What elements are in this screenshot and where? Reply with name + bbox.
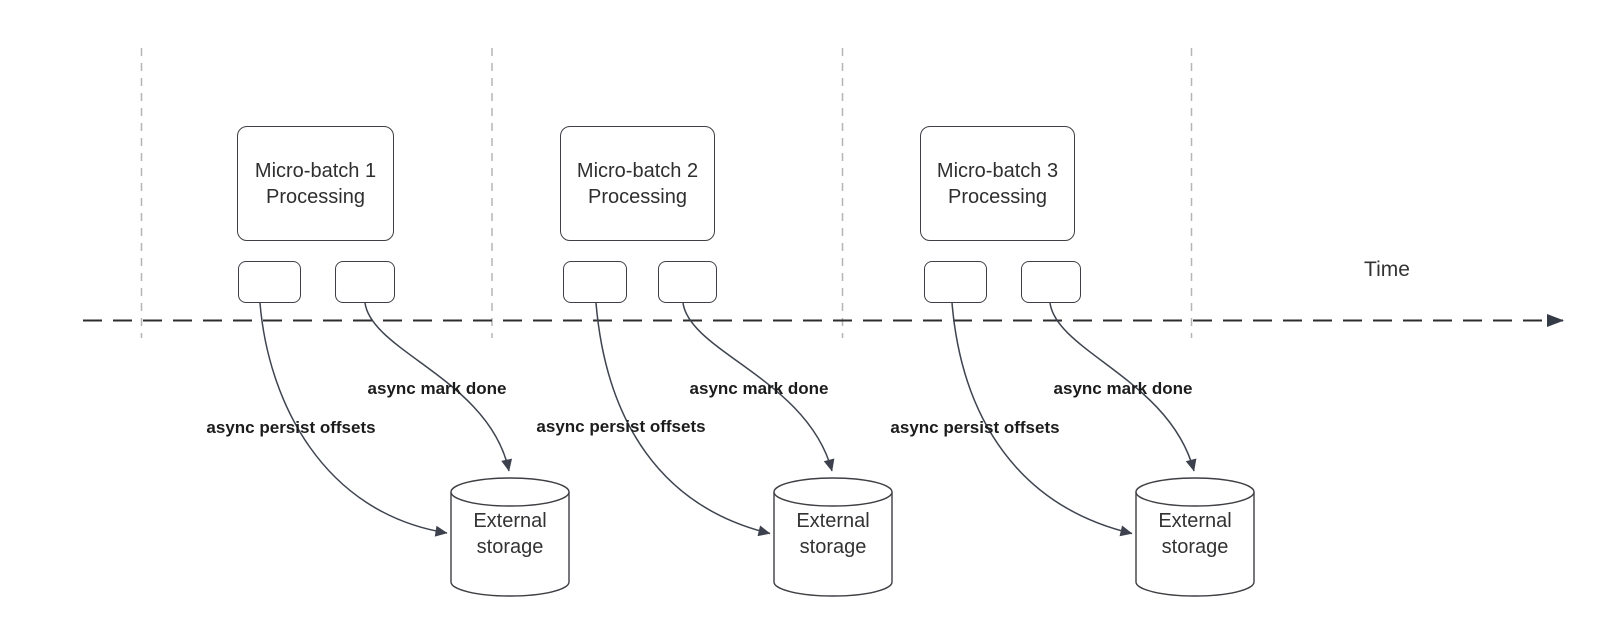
micro-batch-2-box: Micro-batch 2 Processing [560, 126, 715, 241]
batch-3-storage-cylinder [1135, 477, 1255, 597]
batch-3-mark-done-task-box [1021, 261, 1081, 303]
batch-1-mark-done-arrow [364, 302, 513, 472]
batch-2-persist-label: async persist offsets [536, 417, 706, 436]
batch-3-persist-arrow [951, 302, 1133, 537]
micro-batch-2-label: Micro-batch 2 Processing [576, 159, 699, 208]
batch-1-persist-label: async persist offsets [206, 418, 376, 437]
micro-batch-3-label: Micro-batch 3 Processing [936, 159, 1059, 208]
batch-2-persist-arrow [595, 302, 771, 537]
batch-2-persist-task-box [563, 261, 627, 303]
batch-2-mark-done-arrow [682, 302, 835, 472]
batch-2-mark-done-label: async mark done [689, 379, 829, 398]
batch-3-persist-label: async persist offsets [890, 418, 1060, 437]
micro-batch-1-label: Micro-batch 1 Processing [254, 159, 377, 208]
batch-3-persist-task-box [924, 261, 987, 303]
batch-3-mark-done-arrow [1049, 302, 1197, 472]
timeline-label: Time [1364, 258, 1410, 281]
micro-batch-1-box: Micro-batch 1 Processing [237, 126, 394, 241]
batch-1-persist-task-box [238, 261, 301, 303]
batch-2-mark-done-task-box [658, 261, 717, 303]
batch-2-storage-cylinder [773, 477, 893, 597]
batch-3-mark-done-label: async mark done [1053, 379, 1193, 398]
batch-3-storage-label: External storage [1158, 510, 1232, 558]
batch-1-mark-done-label: async mark done [367, 379, 507, 398]
batch-1-mark-done-task-box [335, 261, 395, 303]
batch-1-persist-arrow [259, 302, 448, 537]
micro-batch-3-box: Micro-batch 3 Processing [920, 126, 1075, 241]
batch-2-storage-label: External storage [796, 510, 870, 558]
batch-1-storage-cylinder [450, 477, 570, 597]
batch-1-storage-label: External storage [473, 510, 547, 558]
